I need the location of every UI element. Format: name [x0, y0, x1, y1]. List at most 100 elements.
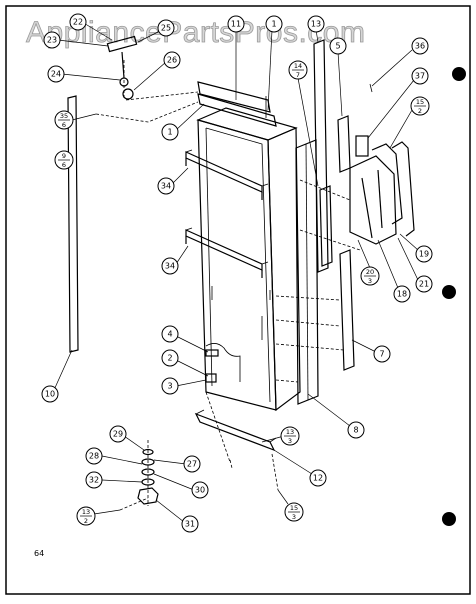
- callout-24[interactable]: 24: [47, 65, 121, 83]
- svg-text:20: 20: [366, 268, 374, 276]
- door-shelf-lower: [185, 227, 269, 278]
- door-panel: [196, 107, 301, 412]
- callout-23[interactable]: 23: [43, 31, 109, 49]
- callout-29[interactable]: 29: [109, 425, 145, 451]
- callout-15-top[interactable]: 152: [389, 96, 430, 149]
- page-number: 64: [34, 549, 44, 558]
- callout-31[interactable]: 31: [155, 499, 199, 533]
- svg-text:3: 3: [288, 437, 292, 445]
- svg-text:35: 35: [60, 112, 68, 120]
- handle-assembly: [349, 83, 415, 245]
- registration-dot-top: [452, 67, 466, 81]
- svg-text:8: 8: [353, 426, 358, 435]
- svg-text:36: 36: [415, 42, 425, 51]
- door-gasket-strip: [295, 139, 319, 405]
- registration-dot-middle: [442, 285, 456, 299]
- callout-25[interactable]: 25: [137, 19, 175, 43]
- callout-22[interactable]: 22: [69, 13, 113, 41]
- svg-text:22: 22: [73, 18, 83, 27]
- svg-text:30: 30: [195, 486, 205, 495]
- callout-26[interactable]: 26: [133, 51, 181, 91]
- callout-9[interactable]: 96: [54, 150, 74, 170]
- callout-13-top[interactable]: 13: [307, 15, 325, 43]
- svg-text:7: 7: [379, 350, 384, 359]
- svg-text:2: 2: [418, 107, 422, 115]
- svg-text:37: 37: [415, 72, 425, 81]
- svg-text:6: 6: [62, 161, 66, 169]
- callout-1-top[interactable]: 1: [265, 15, 283, 111]
- callout-7[interactable]: 7: [351, 339, 391, 363]
- callout-1-left[interactable]: 1: [161, 103, 205, 141]
- callout-3[interactable]: 3: [161, 377, 207, 395]
- svg-text:18: 18: [397, 290, 407, 299]
- svg-text:32: 32: [89, 476, 99, 485]
- svg-text:15: 15: [416, 98, 424, 106]
- callout-5[interactable]: 5: [329, 37, 347, 117]
- callout-2[interactable]: 2: [161, 349, 209, 377]
- svg-text:25: 25: [161, 24, 171, 33]
- registration-dot-bottom: [442, 512, 456, 526]
- callout-36[interactable]: 36: [371, 37, 429, 87]
- door-stop-hardware: [205, 349, 219, 383]
- svg-text:3: 3: [368, 277, 372, 285]
- callout-30[interactable]: 30: [153, 473, 209, 499]
- callout-19[interactable]: 19: [399, 233, 433, 263]
- callout-11[interactable]: 11: [227, 15, 245, 100]
- svg-text:1: 1: [167, 128, 172, 137]
- alignment-lines: [95, 91, 361, 491]
- callout-13-bottom[interactable]: 133: [261, 426, 300, 446]
- svg-text:24: 24: [51, 70, 61, 79]
- trim-strip-14: [319, 185, 333, 267]
- callout-34-upper[interactable]: 34: [157, 167, 189, 195]
- svg-text:2: 2: [167, 354, 172, 363]
- svg-text:26: 26: [167, 56, 177, 65]
- door-shelf-upper: [185, 149, 269, 200]
- svg-text:2: 2: [84, 517, 88, 525]
- trim-strip-5: [337, 115, 351, 173]
- svg-text:11: 11: [231, 20, 241, 29]
- callout-35[interactable]: 356: [54, 110, 97, 130]
- callout-15-bottom[interactable]: 153: [277, 489, 304, 522]
- svg-text:12: 12: [313, 474, 323, 483]
- svg-text:15: 15: [290, 504, 298, 512]
- svg-text:13: 13: [286, 428, 294, 436]
- svg-text:19: 19: [419, 250, 429, 259]
- svg-text:9: 9: [62, 152, 66, 160]
- callout-27[interactable]: 27: [153, 455, 201, 473]
- svg-text:13: 13: [311, 20, 321, 29]
- callout-28[interactable]: 28: [85, 447, 143, 465]
- callout-20[interactable]: 203: [357, 239, 380, 286]
- svg-text:21: 21: [419, 280, 429, 289]
- bottom-hinge-stack: [119, 440, 159, 511]
- diagram-border: [5, 5, 471, 595]
- callout-10[interactable]: 10: [41, 349, 73, 403]
- callout-4[interactable]: 4: [161, 325, 209, 353]
- callout-37[interactable]: 37: [367, 67, 429, 139]
- callout-34-lower[interactable]: 34: [161, 245, 189, 275]
- handle-cap-37: [355, 135, 369, 157]
- svg-text:28: 28: [89, 452, 99, 461]
- top-hinge-assembly: [106, 35, 138, 100]
- svg-text:4: 4: [167, 330, 172, 339]
- callout-32[interactable]: 32: [85, 471, 143, 489]
- callout-21[interactable]: 21: [397, 237, 433, 293]
- svg-text:3: 3: [167, 382, 172, 391]
- callout-14[interactable]: 147: [288, 60, 319, 187]
- callout-33[interactable]: 132: [76, 506, 121, 526]
- svg-text:5: 5: [335, 42, 340, 51]
- svg-text:3: 3: [292, 513, 296, 521]
- callout-12[interactable]: 12: [273, 449, 327, 487]
- svg-text:34: 34: [165, 262, 175, 271]
- trim-strip-13: [313, 39, 329, 273]
- svg-text:7: 7: [296, 71, 300, 79]
- callout-18[interactable]: 18: [377, 239, 411, 303]
- svg-text:13: 13: [82, 508, 90, 516]
- svg-text:31: 31: [185, 520, 195, 529]
- door-bottom-cap: [194, 409, 277, 452]
- door-top-cap: [197, 81, 277, 127]
- svg-text:6: 6: [62, 121, 66, 129]
- svg-text:27: 27: [187, 460, 197, 469]
- callout-8[interactable]: 8: [307, 393, 365, 439]
